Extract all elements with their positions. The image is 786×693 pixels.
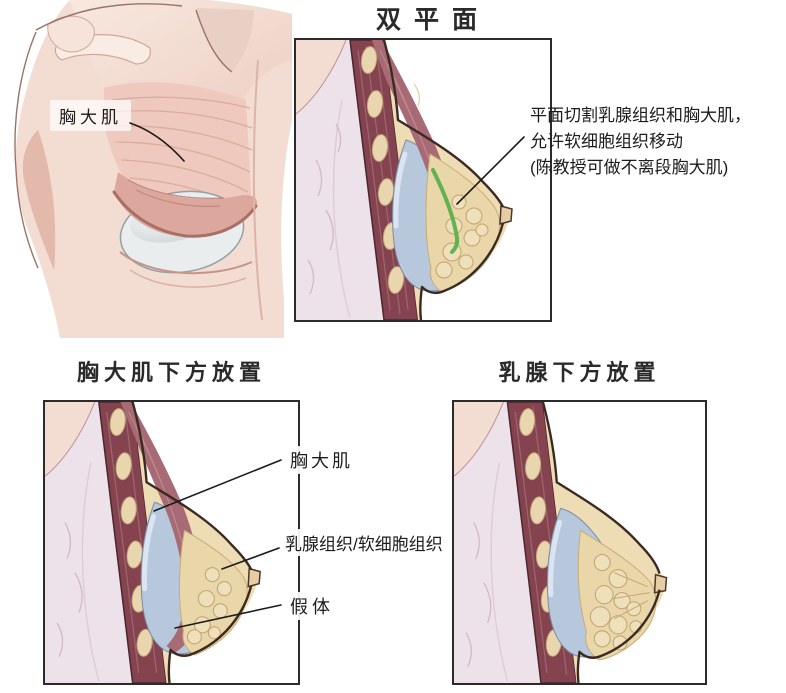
subglandular-cross-section [454,402,705,683]
nipple [499,205,513,225]
dual-plane-title: 双平面 [376,6,491,34]
skin-corner [454,402,504,477]
dual-plane-cut-line [431,168,460,254]
anatomy-label-pectoralis: 胸大肌 [50,100,131,131]
label-implant: 假体 [286,592,338,620]
annotation-line-2: 允许软细胞组织移动 [530,132,683,151]
subglandular-panel [452,400,707,685]
subglandular-title: 乳腺下方放置 [498,360,661,385]
neck-shadow [196,8,254,72]
body-interior [45,402,137,683]
lifted-muscle-flap [112,172,258,238]
body-interior [454,402,545,683]
submuscular-cross-section [45,402,298,683]
skin-corner [45,402,95,477]
dual-plane-cross-section [296,40,550,320]
label-pectoralis-major: 胸大肌 [286,446,357,474]
pectoral-anatomy-illustration [14,0,292,338]
inframammary-fold-line [119,251,253,275]
skin-outline [541,402,661,683]
shoulder-cap [47,15,95,53]
dual-plane-panel [294,38,552,322]
gland-lobules [589,554,643,651]
body-interior [296,40,388,320]
submuscular-panel [43,400,300,685]
submuscular-title: 胸大肌下方放置 [76,360,266,385]
armpit-shadow [22,130,56,270]
annotation-line-3: (陈教授可做不离段胸大肌) [530,158,729,177]
nipple [653,573,668,594]
muscle-over-implant [372,40,453,240]
dual-plane-annotation: 平面切割乳腺组织和胸大肌， 允许软细胞组织移动 (陈教授可做不离段胸大肌) [530,103,782,181]
body-outline-lines [14,3,263,321]
nipple [247,567,261,588]
label-gland-soft-tissue: 乳腺组织/软细胞组织 [281,529,447,556]
annotation-line-1: 平面切割乳腺组织和胸大肌， [530,106,751,125]
skin-corner [296,40,346,114]
